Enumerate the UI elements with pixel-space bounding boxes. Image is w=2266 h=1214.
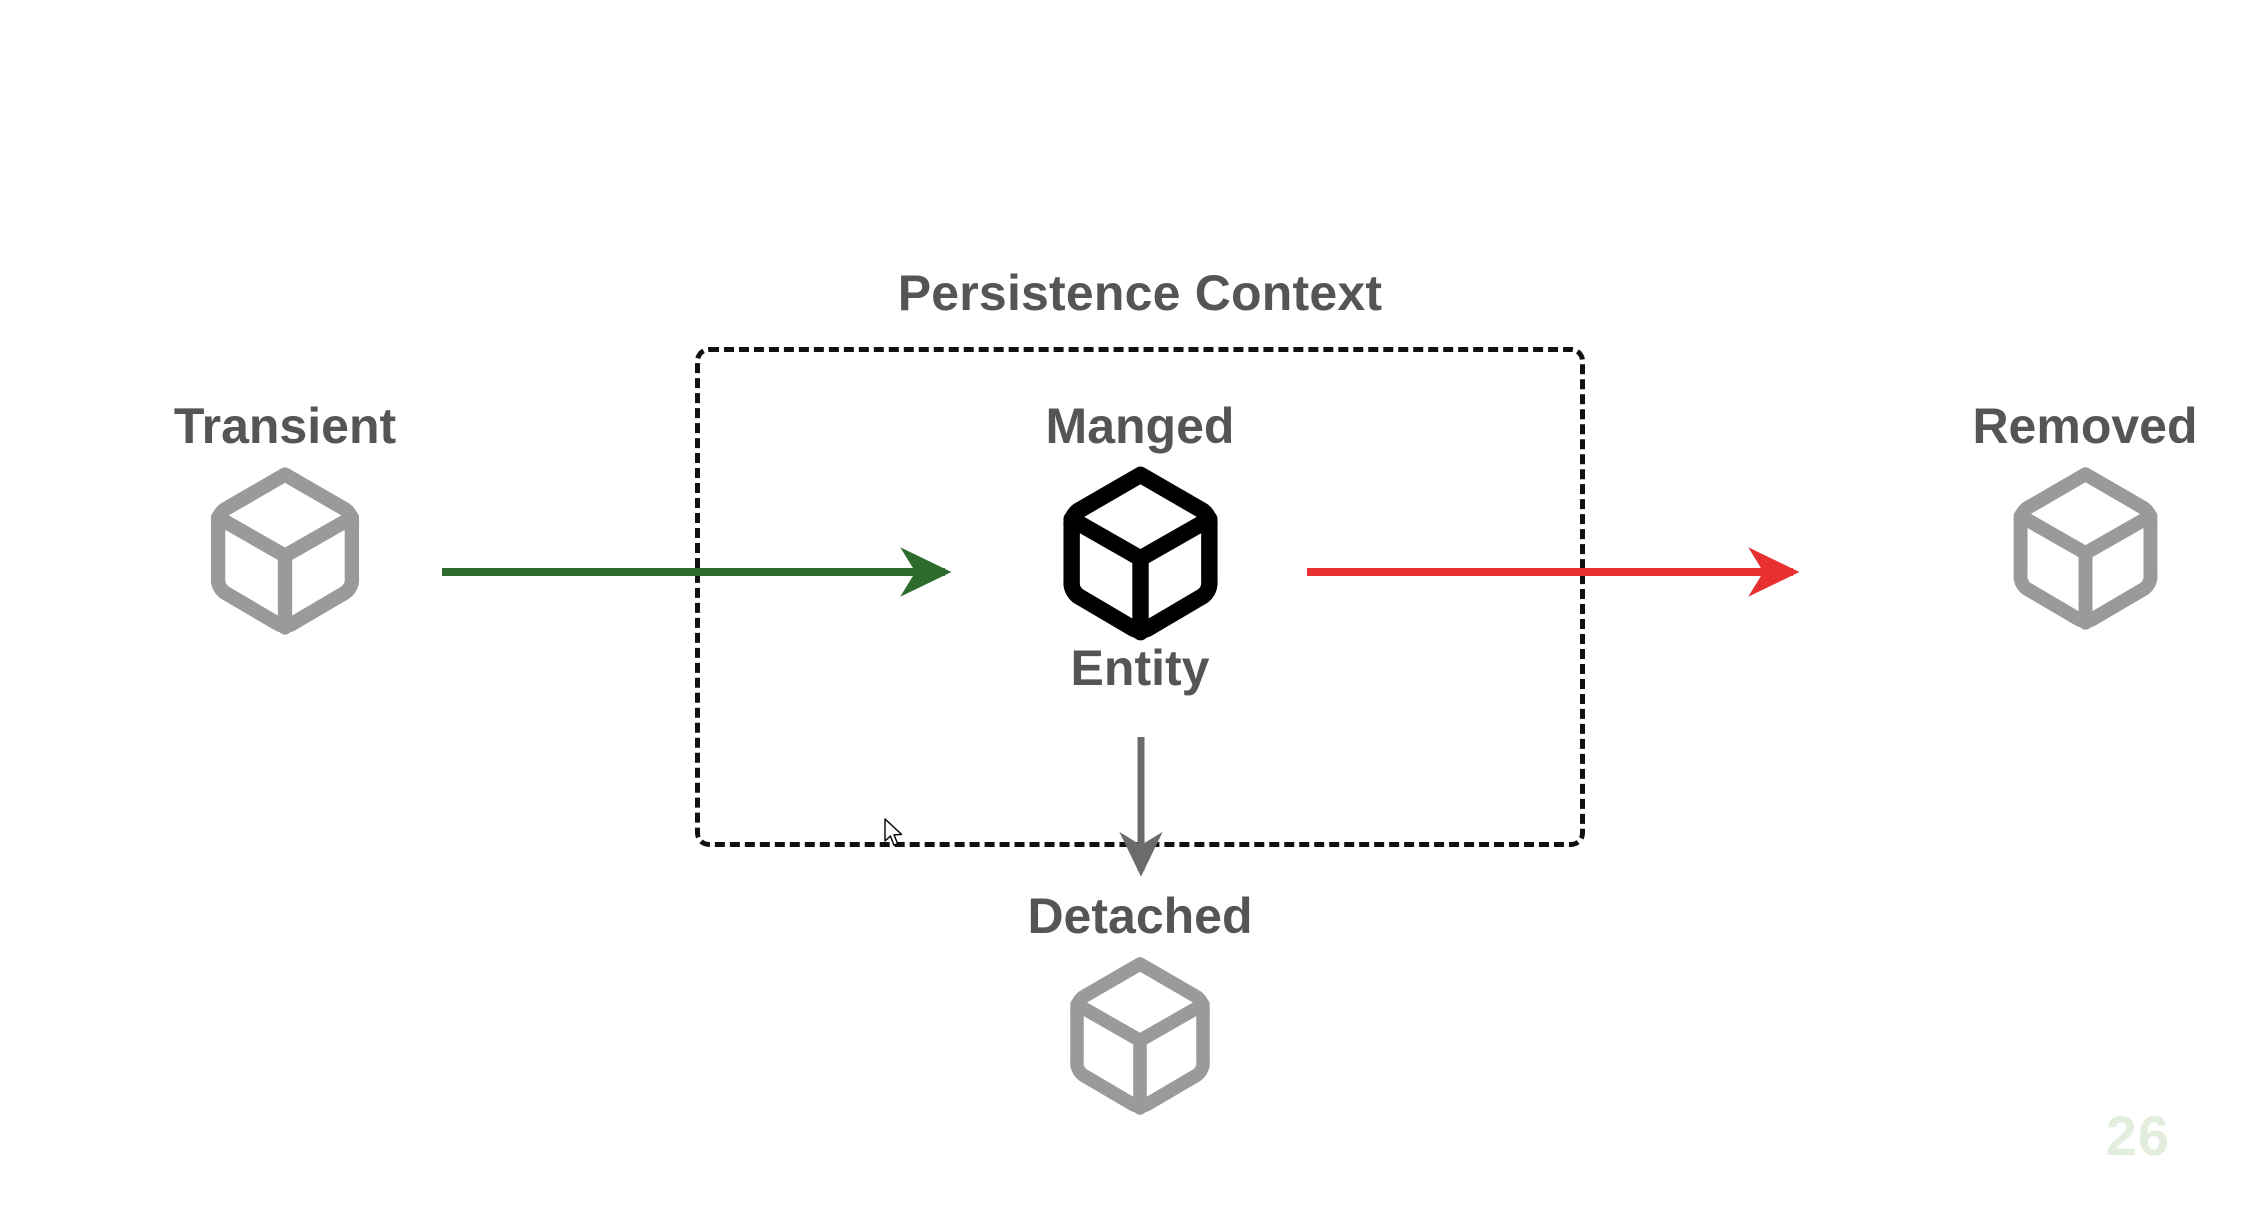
node-detached-label: Detached bbox=[1027, 888, 1253, 944]
node-transient-icon-wrap bbox=[100, 465, 470, 637]
node-removed: Removed bbox=[1900, 400, 2266, 632]
node-removed-label: Removed bbox=[1972, 398, 2198, 454]
arrow-remove bbox=[1307, 547, 1800, 597]
node-managed-icon-wrap bbox=[955, 465, 1325, 642]
cube-icon bbox=[2013, 466, 2157, 630]
node-transient-label: Transient bbox=[173, 398, 397, 454]
node-transient: Transient bbox=[100, 400, 470, 637]
persistence-context-title: Persistence Context bbox=[897, 265, 1383, 321]
node-managed: Manged Entity bbox=[955, 400, 1325, 694]
node-managed-label: Manged bbox=[1045, 398, 1235, 454]
node-removed-icon-wrap bbox=[1900, 465, 2266, 632]
arrow-detach bbox=[1119, 737, 1163, 877]
node-managed-sublabel: Entity bbox=[1070, 639, 1210, 696]
cube-icon bbox=[210, 466, 360, 635]
node-detached-icon-wrap bbox=[955, 955, 1325, 1117]
arrow-persist bbox=[442, 547, 952, 597]
cube-icon bbox=[1062, 466, 1218, 640]
node-detached: Detached bbox=[955, 890, 1325, 1117]
cube-icon bbox=[1070, 956, 1210, 1115]
page-number: 26 bbox=[2105, 1104, 2170, 1167]
